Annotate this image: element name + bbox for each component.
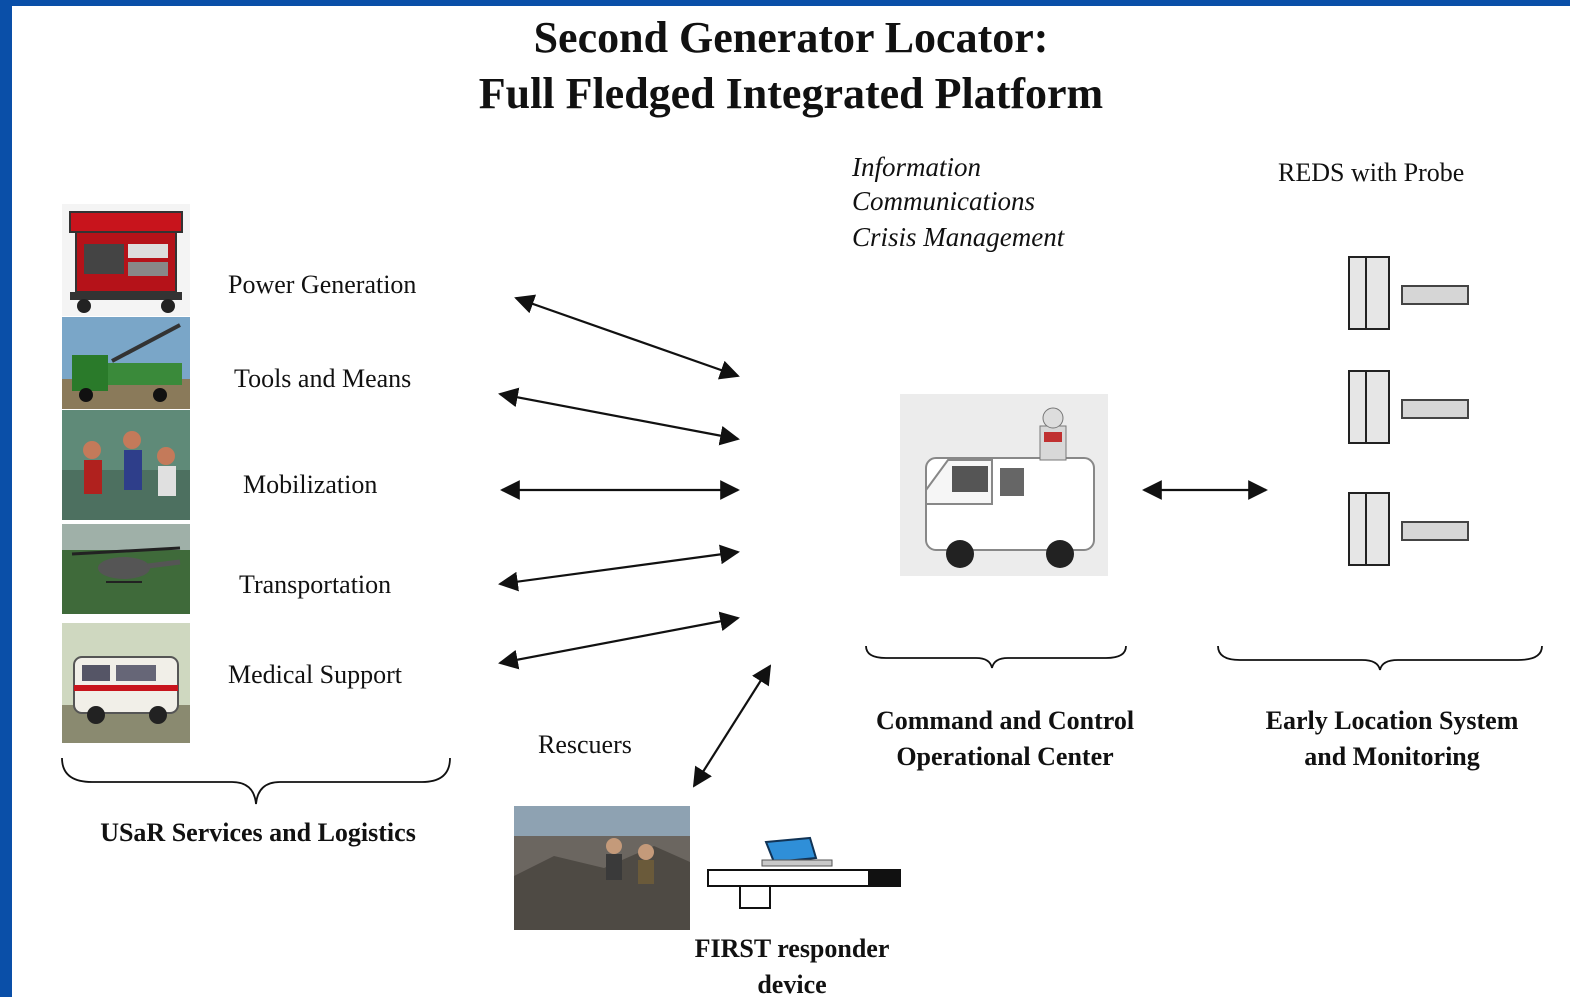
item-transportation: Transportation (239, 570, 392, 599)
reds-group-label-line-2: and Monitoring (1304, 742, 1480, 771)
device-label-line-2: device (757, 970, 827, 997)
brace-center (865, 645, 1127, 669)
brace-usar (61, 757, 451, 805)
first-responder-device (704, 834, 904, 914)
device-label-line-1: FIRST responder (694, 934, 890, 963)
mobilization-photo (62, 410, 190, 520)
brace-reds (1217, 645, 1543, 671)
function-information: Information (852, 152, 982, 182)
reds-probe-2 (1348, 370, 1472, 446)
slide: Second Generator Locator: Full Fledged I… (12, 6, 1570, 997)
helicopter-photo (62, 524, 190, 614)
ambulance-photo (62, 623, 190, 743)
usar-group-label: USaR Services and Logistics (100, 818, 416, 847)
reds-probe-1 (1348, 256, 1472, 332)
function-communications: Communications (852, 186, 1036, 216)
function-crisis-management: Crisis Management (852, 222, 1065, 252)
item-medical-support: Medical Support (228, 660, 403, 689)
arrow-transportation (498, 544, 740, 592)
item-power-generation: Power Generation (228, 270, 417, 299)
item-tools-and-means: Tools and Means (234, 364, 412, 393)
title-line-1: Second Generator Locator: (533, 13, 1049, 62)
generator-photo (62, 204, 190, 316)
connector-overlay (61, 294, 1543, 805)
center-group-label-line-1: Command and Control (875, 706, 1135, 735)
command-van-photo (900, 394, 1108, 576)
arrow-tools-and-means (498, 387, 740, 446)
rescuers-label: Rescuers (538, 730, 632, 759)
arrow-rescuers (692, 664, 772, 788)
truck-photo (62, 317, 190, 409)
reds-heading: REDS with Probe (1278, 158, 1465, 187)
center-group-label-line-2: Operational Center (896, 742, 1114, 771)
reds-probe-3 (1348, 492, 1472, 568)
arrow-medical-support (498, 611, 740, 670)
reds-group-label-line-1: Early Location System (1265, 706, 1519, 735)
rescuers-photo (514, 806, 690, 930)
item-mobilization: Mobilization (243, 470, 378, 499)
title-line-2: Full Fledged Integrated Platform (478, 69, 1104, 118)
arrow-power-generation (514, 294, 740, 380)
